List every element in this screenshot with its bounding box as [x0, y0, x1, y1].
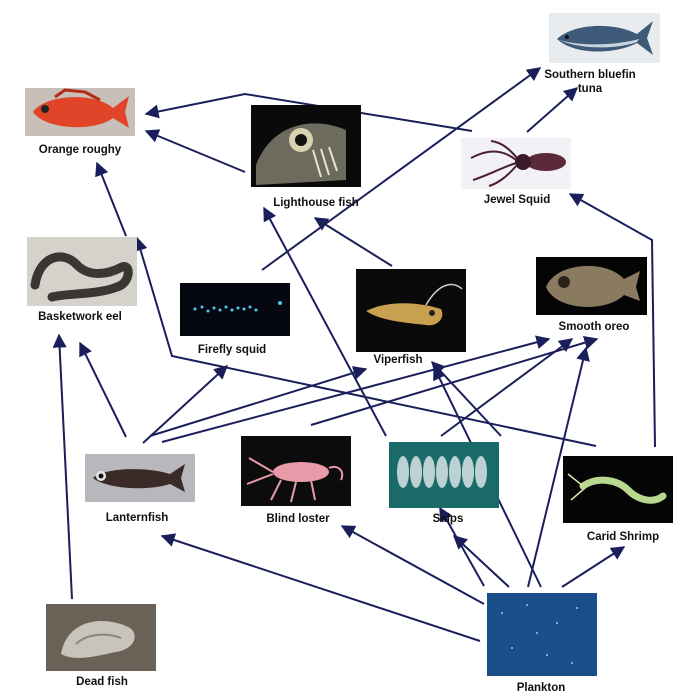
lighthouse-fish-photo — [251, 105, 361, 187]
carid-shrimp-label: Carid Shrimp — [586, 531, 660, 543]
lanternfish-photo — [85, 454, 195, 502]
viperfish-icon — [366, 283, 463, 326]
lanternfish-label: Lanternfish — [105, 512, 169, 524]
dead-fish-label: Dead fish — [76, 676, 128, 688]
lighthouse-fish-icon — [256, 123, 346, 185]
arrow-lantern-to-eel — [79, 341, 127, 438]
jewel-squid-icon — [470, 140, 566, 187]
arrow-loster-to-oreo — [310, 335, 599, 426]
viperfish-label: Viperfish — [373, 354, 423, 366]
plankton-photo — [487, 593, 597, 676]
blind-loster-label: Blind loster — [266, 513, 330, 525]
salps-photo — [389, 442, 499, 508]
jewel-squid-photo — [461, 138, 571, 189]
arrow-plankton-to-salps — [452, 535, 510, 588]
smooth-oreo-icon — [546, 265, 640, 307]
carid-shrimp-photo — [563, 456, 673, 523]
arrow-lantern-to-viper — [149, 366, 368, 437]
arrow-eel-to-roughy — [95, 161, 127, 237]
arrow-viper-to-lighthouse — [313, 217, 393, 267]
arrow-jewel-to-roughy — [144, 92, 473, 132]
firefly-squid-icon — [193, 301, 282, 313]
arrow-plankton-to-firefly — [439, 506, 485, 587]
dead-fish-icon — [61, 621, 135, 658]
smooth-oreo-photo — [536, 257, 647, 315]
arrow-plankton-to-shrimp — [561, 546, 626, 588]
plankton-icon — [501, 604, 578, 664]
lighthouse-fish-label: Lighthouse fish — [273, 197, 359, 209]
salps-icon — [397, 456, 487, 488]
firefly-squid-label: Firefly squid — [197, 344, 267, 356]
firefly-squid-photo — [180, 283, 290, 336]
arrow-lantern-to-oreo — [161, 335, 551, 443]
smooth-oreo-label: Smooth oreo — [558, 321, 630, 333]
salps-label: Salps — [432, 513, 464, 525]
arrow-plankton-to-loster — [340, 525, 485, 605]
orange-roughy-photo — [25, 88, 135, 136]
jewel-squid-label: Jewel Squid — [483, 194, 551, 206]
arrow-shrimp-to-lantern — [133, 236, 597, 447]
orange-roughy-icon — [33, 88, 129, 128]
lanternfish-icon — [93, 464, 185, 492]
arrow-salps-to-oreo — [440, 338, 574, 437]
tuna-photo — [549, 13, 660, 63]
basketwork-eel-photo — [27, 237, 137, 306]
blind-loster-photo — [241, 436, 351, 506]
arrow-firefly-to-tuna — [261, 67, 542, 271]
arrow-plankton-to-oreo — [527, 346, 590, 588]
viperfish-photo — [356, 269, 466, 352]
plankton-label: Plankton — [516, 682, 566, 694]
arrow-shrimp-to-jewel — [568, 193, 656, 448]
tuna-icon — [557, 21, 653, 55]
arrow-deadfish-to-eel — [52, 333, 73, 600]
carid-shrimp-icon — [567, 473, 667, 504]
basketwork-eel-label: Basketwork eel — [38, 311, 122, 323]
basketwork-eel-icon — [30, 252, 133, 302]
arrow-jewel-to-tuna — [526, 87, 579, 133]
dead-fish-photo — [46, 604, 156, 671]
arrow-lantern-to-firefly — [142, 365, 229, 444]
blind-loster-icon — [246, 457, 344, 503]
arrow-plankton-to-lantern — [160, 533, 481, 642]
orange-roughy-label: Orange roughy — [38, 144, 122, 156]
arrow-lighthouse-to-roughy — [144, 129, 246, 173]
